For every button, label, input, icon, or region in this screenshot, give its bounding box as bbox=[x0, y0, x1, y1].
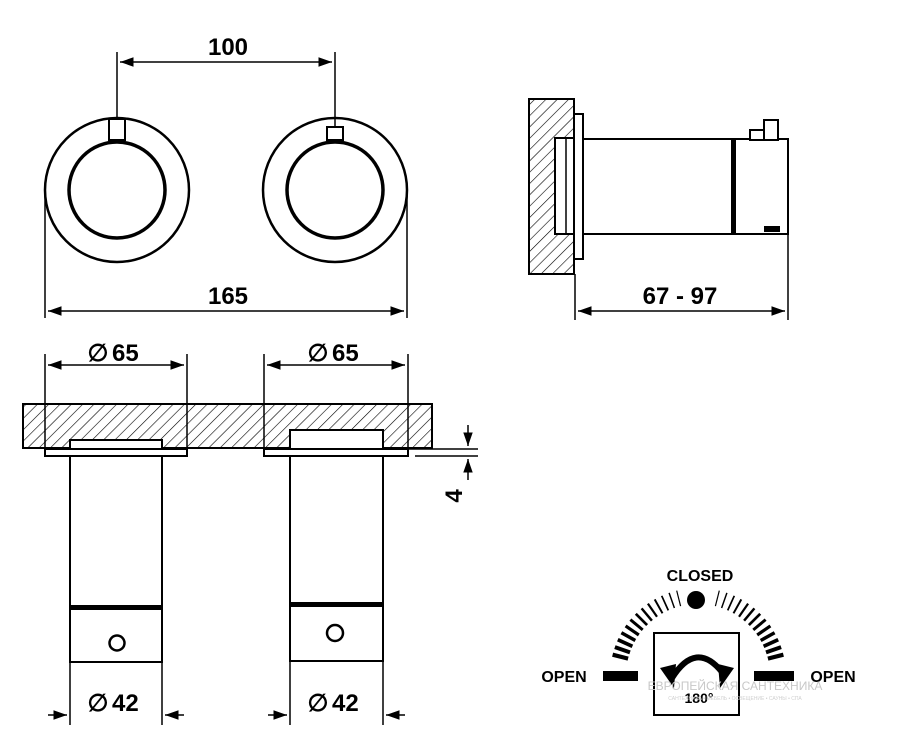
right-scale-tick bbox=[756, 624, 772, 637]
side-handle-tab-a bbox=[749, 129, 765, 141]
depth-dimension-label: 67 - 97 bbox=[643, 283, 718, 310]
left-scale-tick bbox=[612, 652, 629, 661]
closed-position-dot bbox=[687, 591, 705, 609]
left-scale-tick bbox=[676, 590, 682, 607]
right-rosette-inner bbox=[285, 140, 385, 240]
left-rosette-inner bbox=[67, 140, 167, 240]
open-left-label: OPEN bbox=[541, 669, 586, 686]
svg-text:∅: ∅ bbox=[308, 690, 329, 717]
diameter-label-right-rosette: ∅ 65 bbox=[308, 340, 359, 367]
svg-text:∅: ∅ bbox=[88, 690, 109, 717]
svg-text:42: 42 bbox=[332, 690, 359, 717]
right-scale-tick bbox=[714, 590, 720, 607]
closed-label: CLOSED bbox=[667, 568, 734, 585]
right-scale-tick bbox=[767, 652, 784, 661]
front-view bbox=[43, 52, 409, 318]
left-scale-tick bbox=[646, 602, 658, 618]
right-scale-tick bbox=[765, 645, 782, 655]
rotation-arrow-icon bbox=[660, 654, 734, 688]
right-handle-tab bbox=[326, 126, 344, 141]
right-scale-tick bbox=[732, 598, 743, 614]
left-scale-tick bbox=[653, 598, 664, 614]
right-scale-tick bbox=[743, 607, 756, 622]
right-screw-hole bbox=[325, 623, 345, 643]
right-scale-tick bbox=[747, 612, 762, 627]
left-handle-tab bbox=[108, 118, 126, 141]
open-right-marker bbox=[754, 671, 794, 681]
left-scale-tick bbox=[629, 618, 644, 632]
svg-text:65: 65 bbox=[332, 340, 359, 367]
right-scale-tick bbox=[762, 638, 779, 648]
svg-text:∅: ∅ bbox=[308, 340, 329, 367]
side-pin bbox=[764, 226, 780, 232]
wall-gap-dimension-label: 4 bbox=[441, 489, 468, 503]
side-handle-tab-b bbox=[763, 119, 779, 141]
side-body bbox=[582, 138, 789, 235]
overall-width-dimension-label: 165 bbox=[208, 283, 248, 310]
left-scale-tick bbox=[634, 612, 649, 627]
right-scale-tick bbox=[759, 631, 776, 643]
side-inner-plate bbox=[554, 137, 575, 235]
left-scale-tick bbox=[617, 638, 634, 648]
side-rosette-plate bbox=[573, 113, 584, 260]
left-screw-hole bbox=[108, 634, 126, 652]
side-view bbox=[528, 98, 789, 320]
spacing-dimension-label: 100 bbox=[208, 34, 248, 61]
diameter-label-left-rosette: ∅ 65 bbox=[88, 340, 139, 367]
svg-text:42: 42 bbox=[112, 690, 139, 717]
left-rosette-plate bbox=[44, 448, 188, 457]
watermark-subtitle: САНТЕХНИКА • МЕБЕЛЬ • ОСВЕЩЕНИЕ • САУНЫ … bbox=[668, 696, 802, 702]
left-scale-tick bbox=[624, 624, 640, 637]
right-scale-tick bbox=[752, 618, 767, 632]
right-scale-tick bbox=[720, 592, 728, 609]
watermark-title: ЕВРОПЕЙСКАЯ САНТЕХНИКА bbox=[648, 678, 823, 693]
diameter-label-left-body: ∅ 42 bbox=[88, 690, 139, 717]
open-right-label: OPEN bbox=[810, 669, 855, 686]
diameter-label-right-body: ∅ 42 bbox=[308, 690, 359, 717]
right-rosette-plate bbox=[263, 448, 409, 457]
side-handle-band bbox=[731, 139, 736, 234]
left-scale-tick bbox=[660, 595, 670, 611]
right-scale-tick bbox=[738, 602, 750, 618]
rotation-diagram bbox=[603, 590, 794, 716]
rotation-scale-ticks bbox=[612, 590, 784, 661]
rotation-angle-label: 180° bbox=[685, 690, 714, 706]
left-scale-tick bbox=[614, 645, 631, 655]
left-scale-tick bbox=[620, 631, 637, 643]
right-scale-tick bbox=[726, 595, 736, 611]
svg-text:65: 65 bbox=[112, 340, 139, 367]
svg-text:∅: ∅ bbox=[88, 340, 109, 367]
left-scale-tick bbox=[668, 592, 676, 609]
section-view bbox=[22, 354, 478, 725]
left-valve-body bbox=[69, 455, 163, 663]
left-scale-tick bbox=[640, 607, 653, 622]
open-left-marker bbox=[603, 671, 638, 681]
